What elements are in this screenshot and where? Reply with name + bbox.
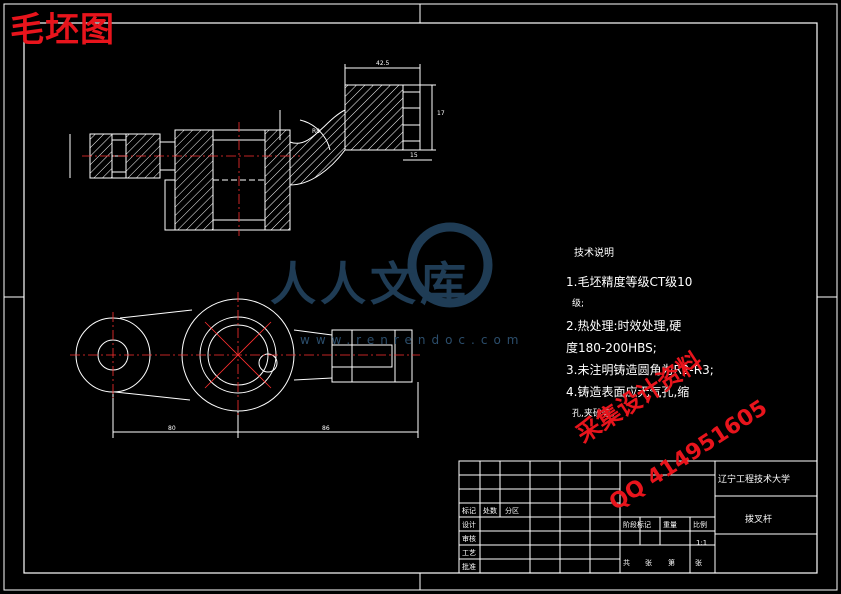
dim-left: 80 xyxy=(168,425,176,432)
watermark-logo xyxy=(407,222,493,308)
tb-cell: 共 xyxy=(623,559,630,567)
technical-notes: 技术说明 1.毛坯精度等级CT级10 级; 2.热处理:时效处理,硬 度180-… xyxy=(566,244,714,425)
tb-cell: 标记 xyxy=(462,507,476,515)
tb-cell: 比例 xyxy=(693,521,707,529)
dim-right-height: 17 xyxy=(437,110,445,117)
tb-cell: 审核 xyxy=(462,535,476,543)
tb-cell: 工艺 xyxy=(462,549,476,557)
sheet-title: 毛坯图 xyxy=(10,10,115,50)
note-line: 2.热处理:时效处理,硬 xyxy=(566,319,682,333)
tb-cell: 批准 xyxy=(462,563,476,571)
school-name: 辽宁工程技术大学 xyxy=(718,475,791,485)
scale: 1:1 xyxy=(696,539,708,547)
tb-cell: 张 xyxy=(695,559,702,567)
part-name: 拨叉杆 xyxy=(745,515,773,525)
tb-cell: 分区 xyxy=(505,507,519,515)
dim-top-width: 42.5 xyxy=(376,60,390,67)
note-line: 1.毛坯精度等级CT级10 xyxy=(566,275,693,289)
note-line: 3.未注明铸造圆角为R2-R3; xyxy=(566,363,714,377)
note-line: 度180-200HBS; xyxy=(566,341,657,355)
dim-angle: R8 xyxy=(312,128,320,135)
tb-cell: 设计 xyxy=(462,521,476,529)
tb-cell: 张 xyxy=(645,559,652,567)
note-line: 级; xyxy=(572,299,585,309)
watermark-url: www.renrendoc.com xyxy=(300,333,525,347)
plan-view xyxy=(75,298,419,438)
dim-bottom-long: 86 xyxy=(322,425,330,432)
dim-right-small: 15 xyxy=(410,152,418,159)
tb-cell: 重量 xyxy=(663,521,677,529)
tb-cell: 处数 xyxy=(483,507,497,515)
tb-cell: 阶段标记 xyxy=(623,521,651,529)
note-line: 孔,夹砂等。 xyxy=(572,409,620,419)
notes-heading: 技术说明 xyxy=(574,248,614,259)
title-block xyxy=(458,460,818,574)
watermark-text: 人人文库 xyxy=(270,257,470,311)
section-view xyxy=(69,64,436,231)
tb-cell: 第 xyxy=(668,559,675,567)
note-line: 4.铸造表面应无气孔,缩 xyxy=(566,385,690,399)
